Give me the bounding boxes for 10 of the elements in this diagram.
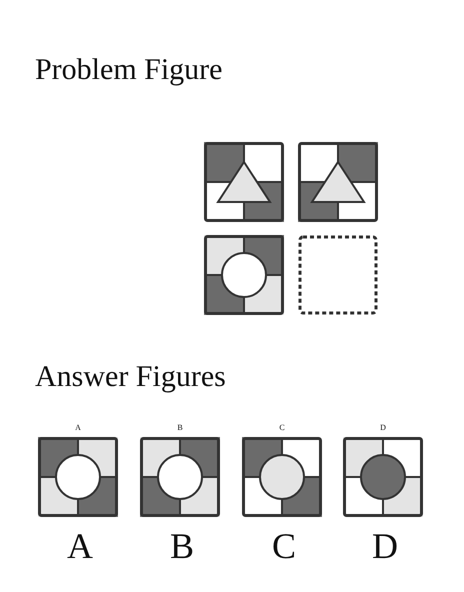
option-letter: A (75, 424, 81, 432)
option-letter: B (170, 528, 194, 564)
option-letter: C (279, 424, 285, 432)
option-letter: B (177, 424, 183, 432)
section-heading: Answer Figures (35, 362, 226, 392)
section-heading: Problem Figure (35, 55, 222, 85)
option-letter: A (67, 528, 93, 564)
option-letter: C (272, 528, 296, 564)
option-letter: D (372, 528, 398, 564)
option-letter: D (380, 424, 386, 432)
